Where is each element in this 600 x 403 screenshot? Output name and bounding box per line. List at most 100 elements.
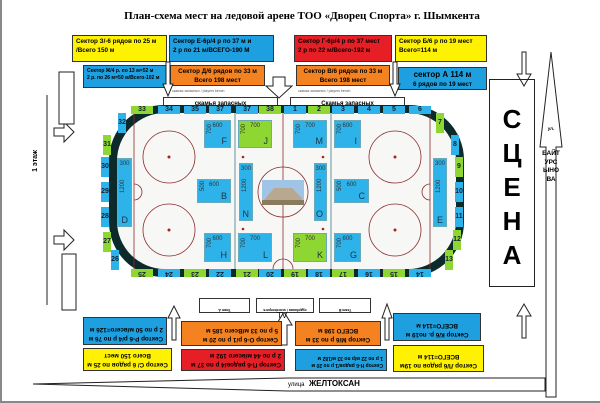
rink-segment-11[interactable]: 11 [455,207,463,227]
sector-line: Сектор Г-6р/4 р по 37 мест [298,38,381,45]
rink-segment-31[interactable]: 31 [103,135,111,155]
rink-segment-32[interactable]: 32 [118,113,126,133]
block-height: 700 [207,237,213,248]
rink-segment-6[interactable]: 6 [409,106,431,114]
rink-segment-34[interactable]: 34 [158,106,180,114]
block-height: 700 [296,123,302,134]
block-letter: J [263,136,269,146]
sector-line: ВСЕГО 198 м [317,327,359,335]
rink-segment-18[interactable]: 18 [308,269,330,277]
block-letter: L [262,250,268,260]
rink-segment-35[interactable]: 35 [184,106,206,114]
rink-segment-14[interactable]: 14 [409,269,431,277]
rink-segment-26[interactable]: 26 [111,250,119,270]
block-width: 600 [346,182,357,188]
sector-line: Всего=114 м [399,46,438,54]
sector-line: Сектор М/6 р по 33 м [305,336,371,343]
rink-segment-2[interactable]: 2 [308,106,330,114]
rink-segment-22[interactable]: 22 [209,269,231,277]
sector-line: ВСЕГО=114 м [416,322,458,330]
sector-line: ВСЕГО=114 м [417,353,460,361]
rink-segment-5[interactable]: 5 [383,106,405,114]
rink-segment-29[interactable]: 29 [101,182,109,202]
rink-segment-30[interactable]: 30 [101,157,109,177]
sector-line: 2 р по 22 м/Всего-192 м [298,46,371,54]
block-letter: K [316,250,323,260]
box-label: Team A [218,308,231,312]
rink-segment-8[interactable]: 8 [451,135,459,155]
rink-segment-24[interactable]: 24 [158,269,180,277]
rink-segment-33[interactable]: 33 [131,106,153,114]
arrow-up-icon [381,302,393,341]
rink-segment-4[interactable]: 4 [358,106,380,114]
sector-line: Сектор Д/6 рядов по 33 м [178,68,257,75]
block-width: 700 [249,236,260,242]
block-width: 700 [249,123,260,129]
rink-segment-27[interactable]: 27 [103,232,111,252]
block-letter: I [354,136,357,146]
rink-segment-37[interactable]: 37 [209,106,231,114]
rink-segment-20[interactable]: 20 [259,269,281,277]
street-arrow-bottom [32,377,546,392]
rink-segment-17[interactable]: 17 [332,269,354,277]
rink-segment-38[interactable]: 38 [259,106,281,114]
rink-segment-19[interactable]: 19 [284,269,306,277]
rink-segment-10[interactable]: 10 [455,182,463,202]
block-letter: F [221,136,228,146]
rink-segment-23[interactable]: 23 [184,269,206,277]
block-letter: C [358,191,366,201]
block-height: 700 [296,237,302,248]
rink-segment-7[interactable]: 7 [436,113,444,133]
rink-segment-16[interactable]: 16 [358,269,380,277]
rink-segment-28[interactable]: 28 [101,207,109,227]
sector-z[interactable]: Сектор З/-6 рядов по 25 м/Всего 150 м [72,35,167,62]
stage-letter: А [502,240,522,270]
sector-line: Сектор Е-6р/4 р по 37 м и [173,38,252,45]
sector-line: Сектор К/6 р. по19 м [405,331,469,338]
block-height: 500 [337,180,343,191]
rink-segment-13[interactable]: 13 [445,250,453,270]
block-height: 700 [337,123,343,134]
rink-segment-21[interactable]: 21 [236,269,258,277]
rink-segment-25[interactable]: 25 [131,269,153,277]
rink-segment-37[interactable]: 37 [236,106,258,114]
block-letter: G [349,250,357,260]
box-label: Team B [338,308,352,312]
rink-segment-3[interactable]: 3 [332,106,354,114]
rink-segment-9[interactable]: 9 [455,157,463,177]
sector-line: Всего 198 мест [319,76,367,84]
rink-segment-12[interactable]: 12 [453,230,461,250]
rink-segment-15[interactable]: 15 [383,269,405,277]
rink-segment-1[interactable]: 1 [284,106,306,114]
